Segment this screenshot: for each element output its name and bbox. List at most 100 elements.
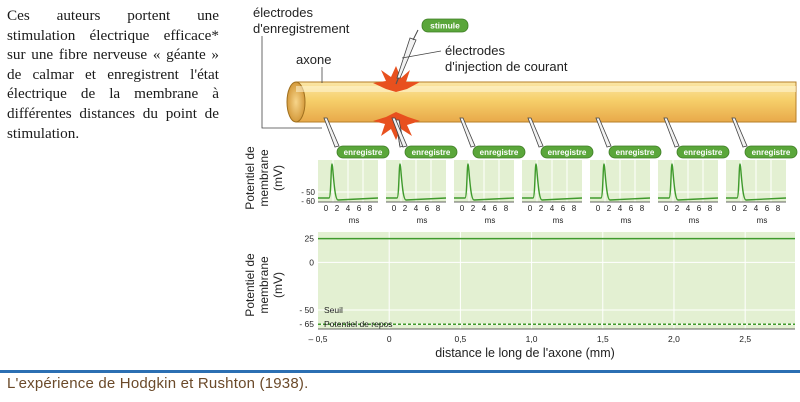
electrode-needle (731, 117, 748, 148)
threshold-annotation: Seuil (324, 305, 343, 315)
x-tick-label: 4 (618, 204, 623, 213)
y-tick-label: - 50 (301, 188, 315, 197)
x-tick-label: 0 (596, 204, 601, 213)
action-potential-trace (454, 163, 515, 201)
x-tick-label: 8 (436, 204, 441, 213)
x-tick-label: 1,0 (526, 334, 538, 344)
recording-electrode-5: enregistre (595, 117, 662, 159)
recording-electrode-3: enregistre (459, 117, 526, 159)
x-unit-label: ms (417, 216, 428, 225)
y-tick-label: 25 (305, 234, 315, 244)
action-potential-trace (590, 163, 651, 201)
x-tick-label: 0,5 (454, 334, 466, 344)
svg-text:(mV): (mV) (271, 165, 285, 191)
resting-potential-annotation: Potentiel de repos (324, 319, 393, 329)
svg-text:Potentiel de: Potentiel de (243, 253, 257, 317)
x-tick-label: 8 (572, 204, 577, 213)
svg-text:Potentiel de: Potentiel de (243, 146, 257, 210)
action-potential-trace (318, 163, 379, 201)
x-tick-label: 2,0 (668, 334, 680, 344)
record-tag (472, 145, 526, 159)
x-tick-label: 0 (664, 204, 669, 213)
action-potential-trace (726, 163, 787, 201)
recording-wire (261, 36, 322, 129)
record-tag-label: enregistre (684, 148, 723, 157)
electrode-needle (391, 117, 408, 148)
svg-text:membrane: membrane (257, 149, 271, 207)
electrode-needle (595, 117, 612, 148)
recording-electrodes-label-2: d'enregistrement (253, 21, 350, 36)
stimulus-tag: stimule (412, 18, 469, 41)
x-tick-label: 8 (640, 204, 645, 213)
record-tag (676, 145, 730, 159)
x-tick-label: 4 (414, 204, 419, 213)
action-potential-trace (386, 163, 447, 201)
x-tick-label: 4 (550, 204, 555, 213)
distance-chart-xlabel: distance le long de l'axone (mm) (435, 346, 615, 360)
recording-electrode-6: enregistre (663, 117, 730, 159)
y-tick-label: - 60 (301, 197, 315, 206)
x-tick-label: 2 (607, 204, 612, 213)
x-tick-label: 4 (686, 204, 691, 213)
figure-caption: L'expérience de Hodgkin et Rushton (1938… (7, 375, 309, 392)
injection-electrodes-label-2: d'injection de courant (445, 59, 568, 74)
x-unit-label: ms (553, 216, 564, 225)
x-unit-label: ms (349, 216, 360, 225)
x-unit-label: ms (757, 216, 768, 225)
x-tick-label: 2 (471, 204, 476, 213)
caption-rule (0, 370, 800, 373)
action-potential-trace (658, 163, 719, 201)
record-tag (608, 145, 662, 159)
record-tag-label: enregistre (412, 148, 451, 157)
y-tick-label: - 50 (299, 305, 314, 315)
svg-text:membrane: membrane (257, 256, 271, 314)
x-tick-label: 8 (504, 204, 509, 213)
x-tick-label: 8 (708, 204, 713, 213)
x-tick-label: 8 (368, 204, 373, 213)
x-tick-label: 4 (346, 204, 351, 213)
y-tick-label: 0 (309, 257, 314, 267)
axon (286, 81, 797, 123)
x-tick-label: 6 (493, 204, 498, 213)
injection-electrodes-label-1: électrodes (445, 43, 505, 58)
electrode-needle (459, 117, 476, 148)
action-potential-trace (522, 163, 583, 201)
x-tick-label: 0 (732, 204, 737, 213)
recording-electrodes-label-1: électrodes (253, 5, 313, 20)
svg-text:(mV): (mV) (271, 272, 285, 298)
record-tag-label: enregistre (480, 148, 519, 157)
x-tick-label: 8 (776, 204, 781, 213)
electrode-needle (663, 117, 680, 148)
x-tick-label: 6 (357, 204, 362, 213)
injection-electrode-top (395, 37, 417, 85)
stimulation-flash-top (373, 66, 420, 92)
x-tick-label: 2,5 (739, 334, 751, 344)
recording-electrode-4: enregistre (527, 117, 594, 159)
record-tag-label: enregistre (752, 148, 791, 157)
record-tag (404, 145, 458, 159)
stimulus-label: stimule (430, 21, 460, 31)
x-tick-label: 6 (425, 204, 430, 213)
x-tick-label: – 0,5 (309, 334, 328, 344)
recording-electrode-1: enregistre (323, 117, 390, 159)
x-tick-label: 0 (387, 334, 392, 344)
record-tag (744, 145, 798, 159)
intro-text: Ces auteurs portent une stimulation élec… (7, 7, 219, 142)
y-tick-label: - 65 (299, 319, 314, 329)
x-tick-label: 4 (754, 204, 759, 213)
experiment-figure: stimule électrodes d'enregistrement élec… (243, 5, 798, 360)
x-tick-label: 0 (324, 204, 329, 213)
x-unit-label: ms (621, 216, 632, 225)
x-tick-label: 2 (743, 204, 748, 213)
intro-paragraph: Ces auteurs portent une stimulation élec… (7, 6, 219, 143)
x-tick-label: 2 (539, 204, 544, 213)
record-tag (540, 145, 594, 159)
